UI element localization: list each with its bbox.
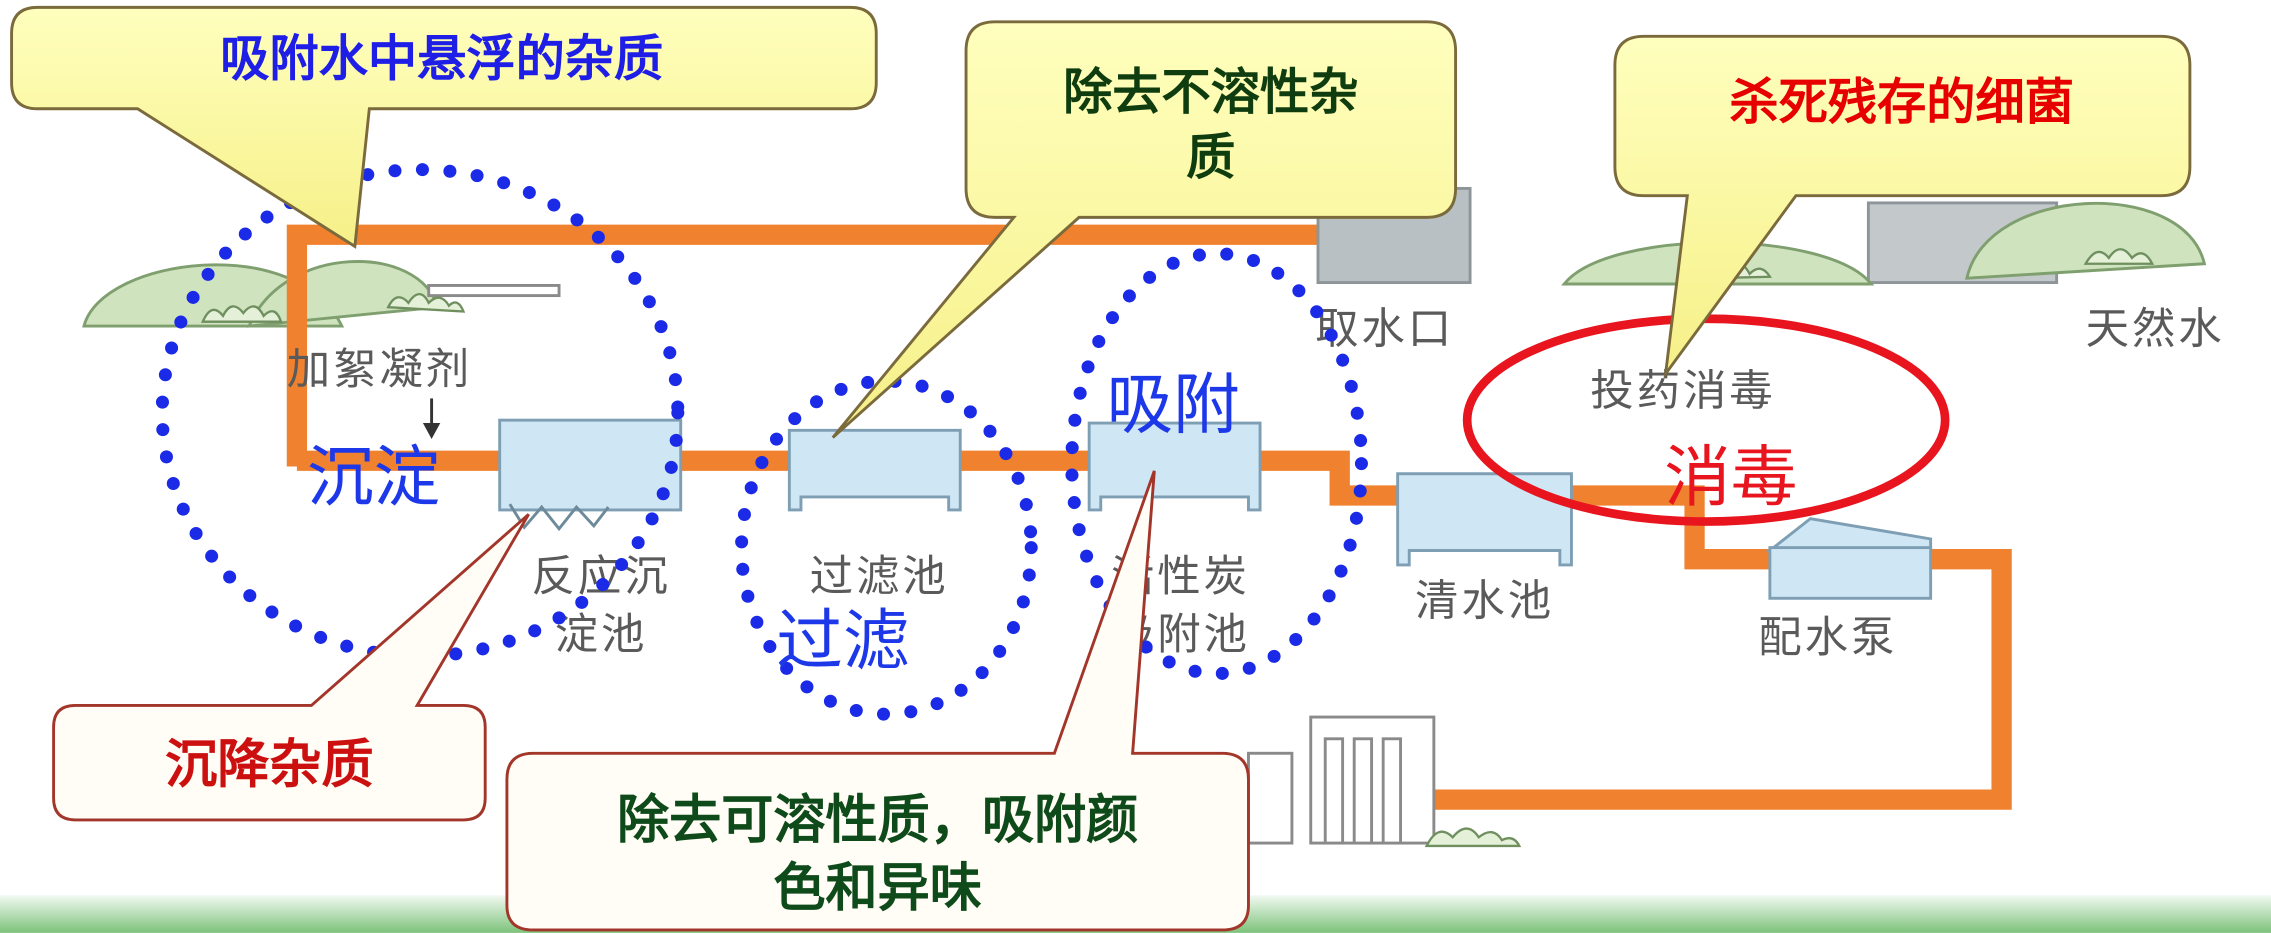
coagulant-platform xyxy=(427,284,561,298)
callout-adsorb-suspended-text: 吸附水中悬浮的杂质 xyxy=(220,29,663,87)
label-natural-water: 天然水 xyxy=(2086,304,2225,354)
stage-disinfection: 消毒 xyxy=(1664,438,1797,516)
label-dosing: 投药消毒 xyxy=(1590,367,1775,417)
stage-filtration: 过滤 xyxy=(776,601,909,679)
stage-adsorption: 吸附 xyxy=(1107,365,1240,443)
label-clear-water-tank: 清水池 xyxy=(1415,577,1554,627)
adsorption-dotted-circle xyxy=(1065,247,1368,681)
sedimentation-dotted-circle xyxy=(155,163,685,663)
label-intake: 取水口 xyxy=(1315,304,1454,354)
sediment-zigzag xyxy=(508,503,610,532)
label-reaction-tank-line1: 反应沉 xyxy=(532,552,671,602)
callout-remove-insoluble-line2: 质 xyxy=(1186,128,1235,186)
label-pump: 配水泵 xyxy=(1758,613,1897,663)
reaction-sedimentation-tank xyxy=(498,418,683,532)
label-reaction-tank-line2: 淀池 xyxy=(555,610,648,660)
callout-remove-insoluble: 除去不溶性杂 质 xyxy=(831,20,1458,439)
callout-remove-soluble: 除去可溶性质，吸附颜 色和异味 xyxy=(505,470,1250,932)
city-buildings xyxy=(1247,715,1522,848)
coagulant-arrow xyxy=(422,398,441,439)
bush-left xyxy=(201,293,466,323)
callout-kill-bacteria: 杀死残存的细菌 xyxy=(1613,34,2192,380)
label-add-coagulant: 加絮凝剂 xyxy=(287,345,472,395)
carbon-adsorption-tank xyxy=(1087,421,1262,512)
callout-adsorb-suspended: 吸附水中悬浮的杂质 xyxy=(10,5,878,249)
stage-sedimentation: 沉淀 xyxy=(307,438,440,516)
clear-water-tank xyxy=(1396,472,1573,567)
callout-settle-impurities: 沉降杂质 xyxy=(52,513,530,822)
bush-bottom xyxy=(1424,827,1522,848)
callout-remove-insoluble-line1: 除去不溶性杂 xyxy=(1063,63,1358,121)
pipe-intake xyxy=(286,224,1326,467)
callout-settle-impurities-text: 沉降杂质 xyxy=(165,735,374,795)
label-filter-tank: 过滤池 xyxy=(810,552,949,602)
callout-kill-bacteria-text: 杀死残存的细菌 xyxy=(1729,73,2074,131)
distribution-pump xyxy=(1765,517,1933,600)
callout-remove-soluble-line2: 色和异味 xyxy=(773,858,981,918)
callout-remove-soluble-line1: 除去可溶性质，吸附颜 xyxy=(617,790,1138,850)
filter-tank xyxy=(787,428,962,512)
filtration-dotted-circle xyxy=(735,374,1038,721)
pipe-main xyxy=(296,450,2012,810)
